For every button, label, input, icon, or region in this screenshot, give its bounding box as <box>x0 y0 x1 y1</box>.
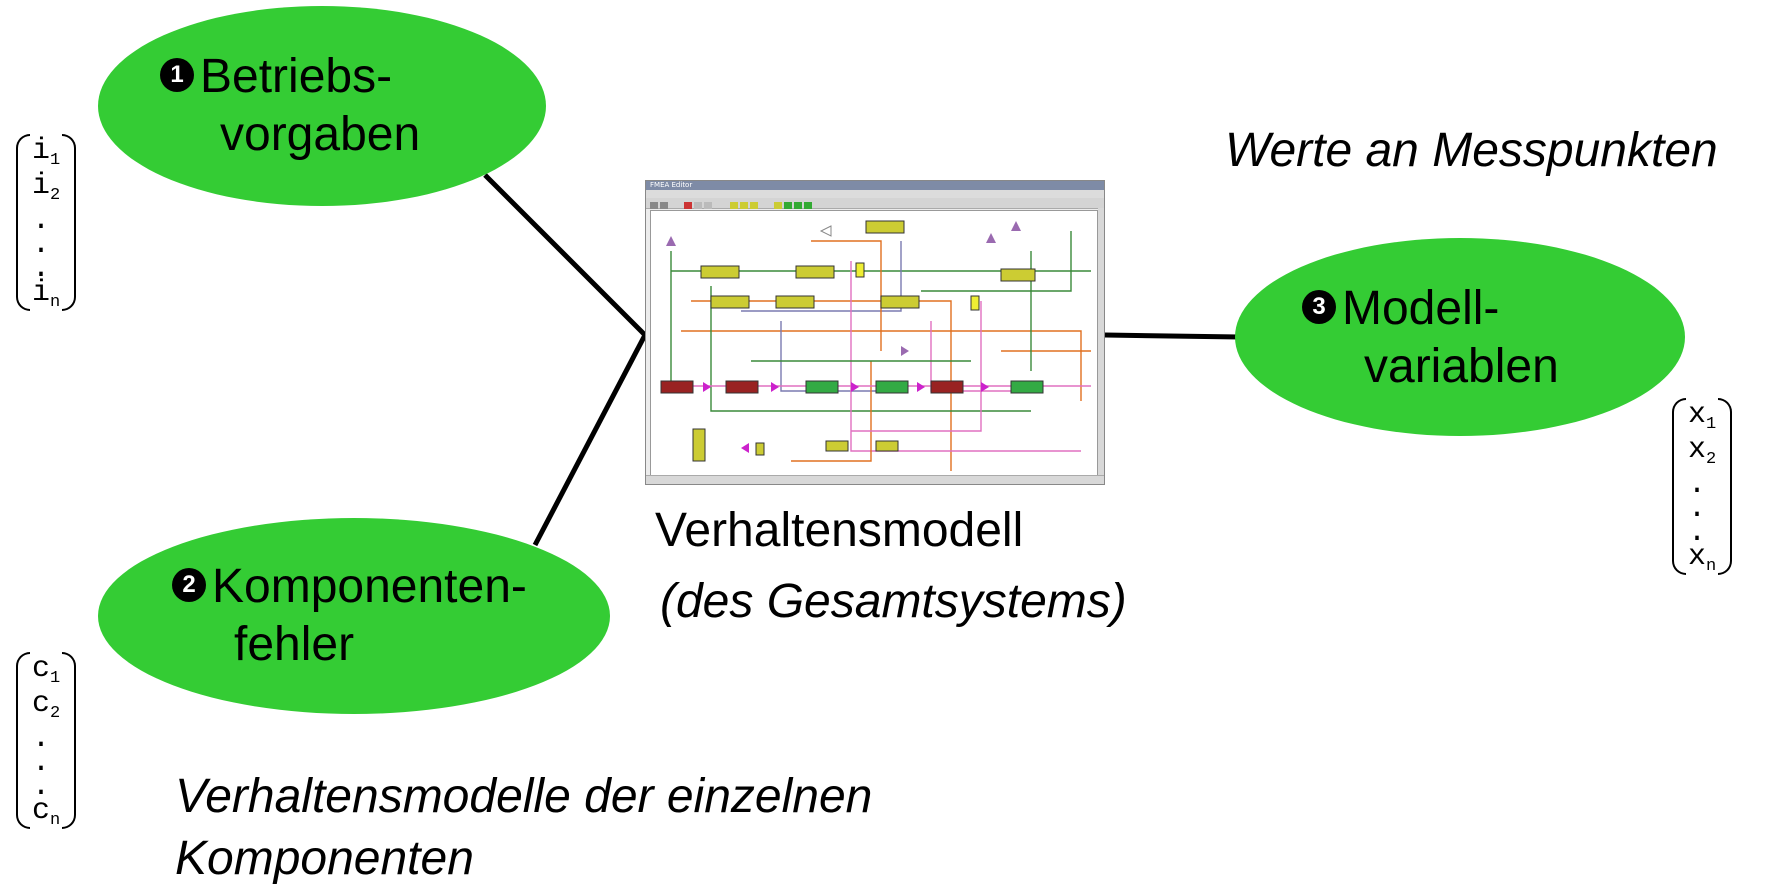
connector-komponentenfehler <box>532 333 648 547</box>
window-menubar <box>646 190 1104 198</box>
einzelne-label-line2: Komponenten <box>175 832 474 885</box>
window-horizontal-scrollbar <box>646 475 1104 484</box>
verhaltensmodell-label: Verhaltensmodell <box>655 504 1024 557</box>
vector-x-row: . <box>1688 468 1707 502</box>
number-badge-1: 1 <box>160 58 194 93</box>
vector-x-row: x2 <box>1688 433 1717 469</box>
vector-c-row: c2 <box>32 687 61 723</box>
vector-i-row: i2 <box>32 169 61 205</box>
vector-c-row: c1 <box>32 652 61 688</box>
bracket-right <box>62 134 77 311</box>
bracket-left <box>1672 398 1686 575</box>
window-toolbar <box>646 198 1104 209</box>
number-badge-2: 2 <box>172 568 206 603</box>
bracket-right <box>1718 398 1733 575</box>
toolbar-icons <box>650 202 812 209</box>
ellipse-betriebsvorgaben <box>98 6 546 206</box>
connector-betriebsvorgaben <box>483 173 647 337</box>
vector-i-row: . <box>32 204 51 238</box>
model-canvas <box>650 210 1098 476</box>
modellvariablen-line2: variablen <box>1364 340 1559 393</box>
vector-c-row: . <box>32 746 51 780</box>
vector-i-row: in <box>32 276 61 312</box>
vector-x-row: xn <box>1688 540 1717 576</box>
werte-label: Werte an Messpunkten <box>1225 124 1718 177</box>
vector-c: c1 c2 . . . cn <box>16 652 77 830</box>
vector-i-row: . <box>32 252 51 286</box>
ellipse-modellvariablen <box>1235 238 1685 436</box>
vector-i: i1 i2 . . . in <box>16 134 77 312</box>
vector-i-row: . <box>32 228 51 262</box>
window-titlebar: FMEA Editor <box>646 181 1104 190</box>
komponentenfehler-line2: fehler <box>234 618 355 671</box>
number-badge-3: 3 <box>1302 290 1336 325</box>
vector-c-row: cn <box>32 794 61 830</box>
window-vertical-scrollbar <box>1098 208 1104 478</box>
betriebsvorgaben-line2: vorgaben <box>220 108 421 161</box>
vector-x-row: x1 <box>1688 398 1717 434</box>
connector-modellvariablen <box>1104 332 1241 340</box>
vector-c-row: . <box>32 722 51 756</box>
vector-i-row: i1 <box>32 134 61 170</box>
vector-x-row: . <box>1688 516 1707 550</box>
model-schematic <box>660 220 1091 471</box>
vector-x: x1 x2 . . . xn <box>1672 398 1733 576</box>
vector-x-row: . <box>1688 492 1707 526</box>
einzelne-label-line1: Verhaltensmodelle der einzelnen <box>175 770 873 823</box>
bracket-right <box>62 652 77 829</box>
bracket-left <box>16 652 30 829</box>
model-editor-screenshot: FMEA Editor <box>645 180 1105 485</box>
bracket-left <box>16 134 30 311</box>
gesamtsystem-label: (des Gesamtsystems) <box>660 575 1127 628</box>
ellipse-komponentenfehler <box>98 518 610 714</box>
vector-c-row: . <box>32 770 51 804</box>
